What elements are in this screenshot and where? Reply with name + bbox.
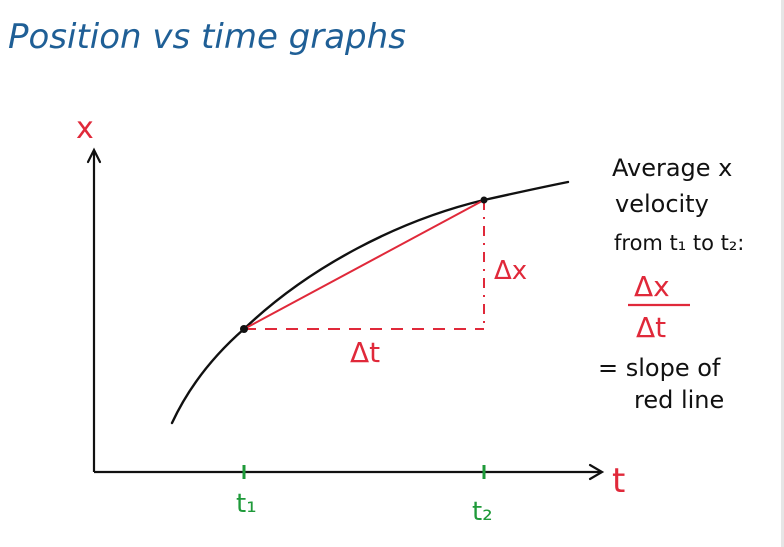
side-note-line-3: from t₁ to t₂:	[614, 231, 744, 255]
y-axis-label: x	[76, 111, 94, 146]
x-axis-label: t	[612, 461, 625, 501]
position-curve	[170, 180, 570, 425]
page-title: Position vs time graphs	[8, 17, 406, 57]
tick-label-t1: t₁	[236, 489, 257, 519]
side-note-fraction-denominator: Δt	[636, 311, 666, 344]
secant-red-line	[243, 199, 485, 330]
side-note-line-1: Average x	[612, 154, 732, 182]
right-edge-divider	[781, 0, 784, 547]
y-axis	[86, 147, 102, 472]
delta-x-label: Δx	[494, 256, 527, 286]
tick-label-t2: t₂	[472, 497, 493, 527]
point-t2	[480, 196, 488, 204]
delta-t-label: Δt	[350, 336, 380, 369]
side-note-fraction-numerator: Δx	[634, 270, 670, 303]
x-axis	[94, 463, 605, 481]
side-note-line-5: red line	[634, 386, 724, 414]
side-note-line-2: velocity	[615, 190, 709, 218]
side-note-line-4: = slope of	[598, 354, 721, 382]
point-t1	[240, 325, 248, 333]
side-note: Average x velocity from t₁ to t₂: Δx Δt …	[598, 154, 744, 414]
